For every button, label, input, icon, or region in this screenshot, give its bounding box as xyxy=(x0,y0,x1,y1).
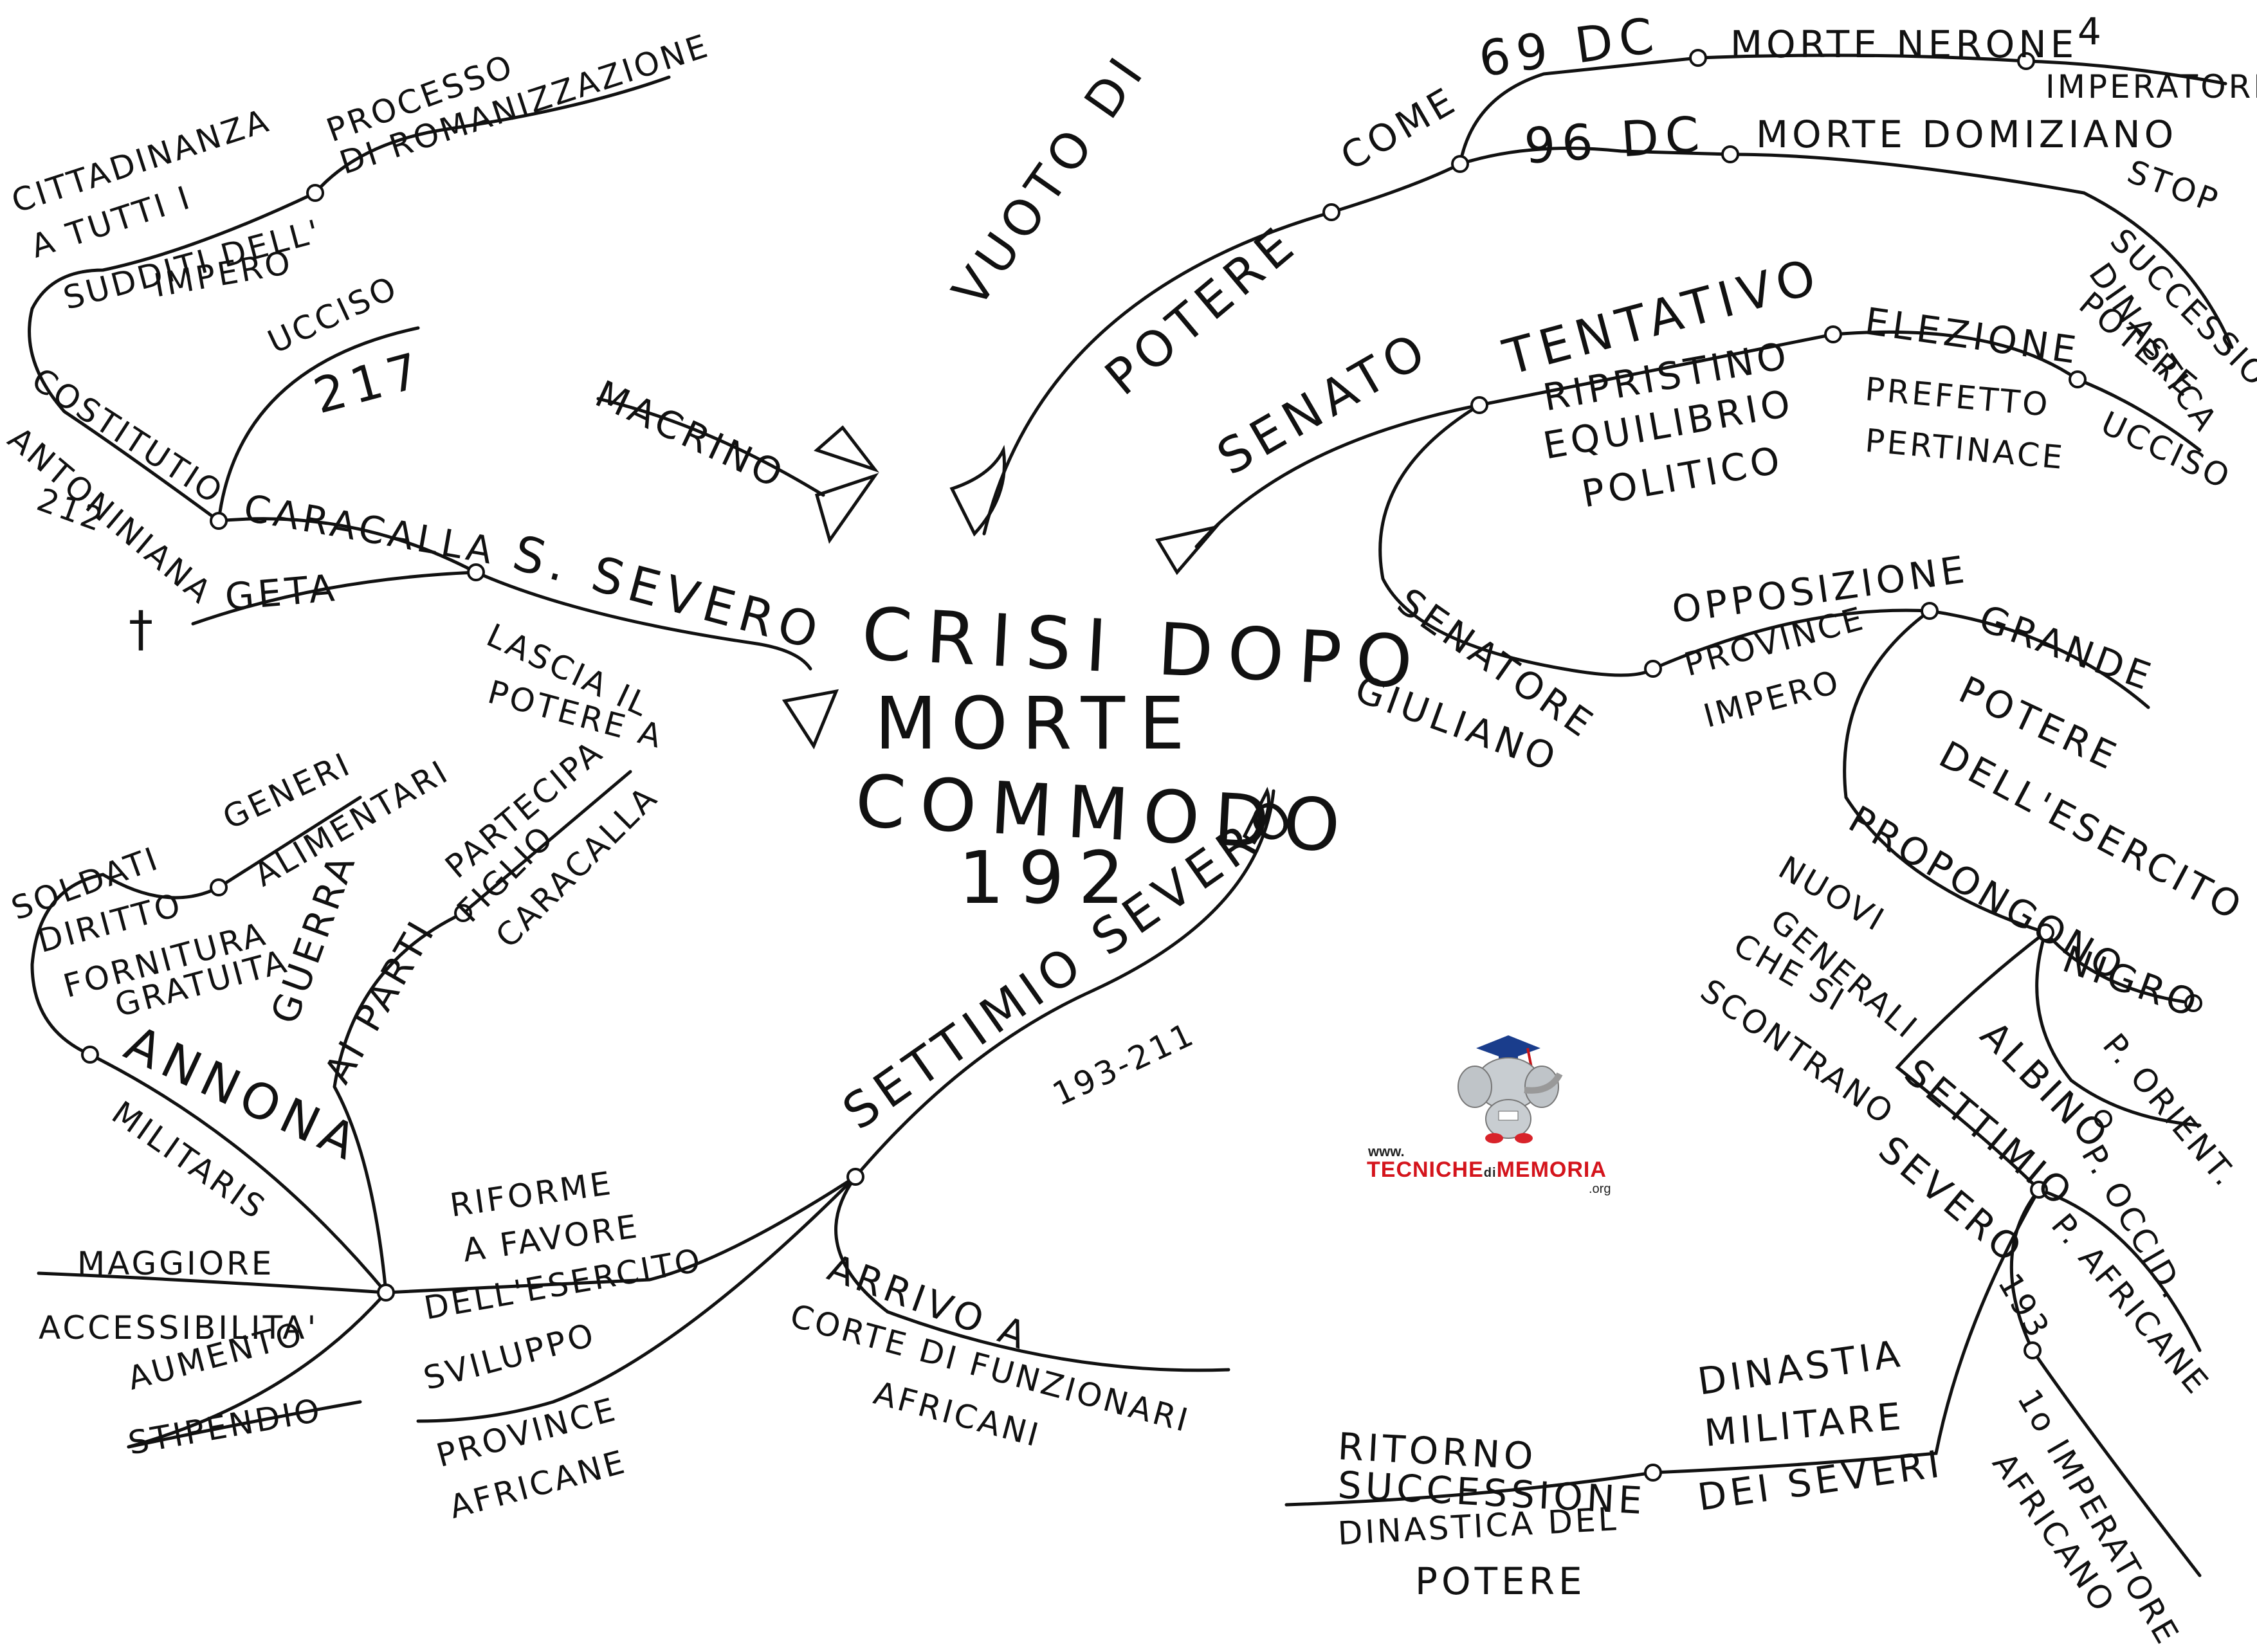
branch-dinastia xyxy=(1651,1188,2041,1475)
arrow-top-left xyxy=(814,425,879,473)
logo-org: .org xyxy=(1589,1182,1611,1196)
label-potere-ritorno: POTERE xyxy=(1415,1559,1586,1603)
branch-ritorno xyxy=(1284,1471,1655,1507)
branch-grande xyxy=(1928,609,2150,709)
branch-costitutio xyxy=(28,191,317,523)
label-maggiore: MAGGIORE xyxy=(77,1245,275,1282)
branch-node xyxy=(2024,1341,2042,1359)
branch-riforme xyxy=(384,1175,857,1294)
branch-node xyxy=(306,184,324,202)
branch-node xyxy=(1451,155,1469,173)
logo-brand: TECNICHEdiMEMORIA xyxy=(1367,1157,1607,1183)
branch-vuoto-potere xyxy=(982,162,1462,536)
branch-node xyxy=(1644,1464,1662,1482)
arrow-bottom xyxy=(1242,786,1270,845)
branch-sviluppo xyxy=(416,1175,857,1423)
branch-193 xyxy=(2009,1188,2202,1577)
label-96dc: 96 DC xyxy=(1522,105,1708,175)
branch-guerra xyxy=(333,770,632,1294)
logo-site-prefix: www. xyxy=(1368,1143,1405,1159)
branch-node xyxy=(210,878,228,896)
branch-node xyxy=(454,904,472,922)
branch-node xyxy=(1644,660,1662,678)
branch-nigro xyxy=(2043,930,2195,1005)
branch-node xyxy=(1689,49,1707,67)
label-imperatori: IMPERATORI xyxy=(2045,68,2257,105)
branch-node xyxy=(2017,52,2035,70)
branch-node xyxy=(81,1046,99,1064)
branch-stop-succession xyxy=(2082,191,2234,349)
branch-albino xyxy=(2035,930,2202,1127)
center-title-line4: 192 xyxy=(958,837,1138,920)
branch-severo-geta xyxy=(191,570,478,626)
arrow-from-severo xyxy=(781,689,839,750)
branch-imperatori xyxy=(2024,59,2227,86)
logo-brand-di: di xyxy=(1483,1166,1497,1180)
branch-node xyxy=(210,512,228,530)
branch-come-69 xyxy=(1458,53,2028,166)
branch-maggiore xyxy=(37,1271,388,1294)
label-geta: GETA xyxy=(223,565,340,619)
branch-settimio-r xyxy=(1895,930,2047,1192)
branch-node xyxy=(2030,1181,2048,1199)
branch-severo-main xyxy=(474,570,812,671)
branch-arrivo xyxy=(834,1175,1230,1372)
arrow-to-senato xyxy=(1155,524,1220,576)
branch-caracalla xyxy=(217,517,478,574)
label-morte-nerone: MORTE NERONE xyxy=(1730,23,2078,66)
tecniche-di-memoria-logo: www. TECNICHEdiMEMORIA .org xyxy=(1367,1022,1637,1203)
branch-node xyxy=(1322,203,1340,221)
branch-come-96 xyxy=(1458,147,2086,195)
branch-node xyxy=(2094,1110,2112,1128)
logo-brand-a: TECNICHE xyxy=(1367,1157,1484,1182)
branch-node xyxy=(1824,325,1842,343)
branch-ucciso217 xyxy=(217,326,420,523)
label-4: 4 xyxy=(2078,10,2105,53)
branch-node xyxy=(467,563,485,581)
branch-node xyxy=(377,1284,395,1302)
branch-node xyxy=(1921,602,1939,620)
branch-node xyxy=(846,1168,864,1186)
label-cross: † xyxy=(129,600,160,657)
arrow-to-macrino xyxy=(814,473,879,544)
branch-senatore xyxy=(1378,403,1932,677)
branch-romanizzazione xyxy=(313,75,671,195)
branch-node xyxy=(1721,145,1739,163)
branch-node xyxy=(1470,396,1488,414)
elephant-mascot-icon xyxy=(1457,1035,1563,1143)
branch-aumento xyxy=(127,1291,388,1449)
branch-pafricane xyxy=(2037,1188,2202,1352)
center-title-line2: MORTE xyxy=(875,682,1199,766)
branch-propongono xyxy=(1843,609,2047,934)
branch-node xyxy=(2036,923,2054,941)
label-accessibilita: ACCESSIBILITA' xyxy=(39,1309,319,1347)
branch-annona xyxy=(30,795,388,1294)
branch-node xyxy=(2069,370,2087,388)
branch-stipendio xyxy=(127,1400,362,1449)
branch-senato xyxy=(1194,330,2202,549)
branch-settimio-severo xyxy=(854,789,1275,1179)
logo-brand-b: MEMORIA xyxy=(1496,1157,1607,1182)
label-morte-domiziano: MORTE DOMIZIANO xyxy=(1756,113,2178,156)
branch-macrino xyxy=(596,397,825,497)
branch-node xyxy=(2184,994,2202,1012)
